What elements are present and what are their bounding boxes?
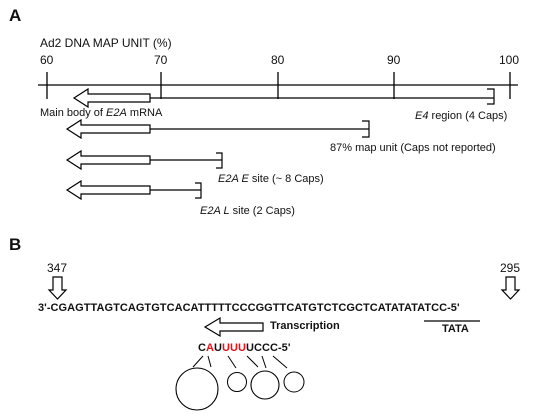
map87-bracket [362,120,370,138]
position-347-arrow [47,276,68,300]
e2ae-site-label: E2A E site (~ 8 Caps) [218,173,324,185]
rna-to-cap-links [192,355,288,369]
tick-label-100: 100 [499,53,520,67]
rna-part: U [214,342,222,354]
tata-label: TATA [442,323,469,335]
position-295-arrow [500,276,521,300]
position-347-label: 347 [47,261,68,275]
e2al-site-label: E2A L site (2 Caps) [200,205,295,217]
cap-circle-medium [250,370,280,400]
rna-part: C [198,342,206,354]
tick-label-70: 70 [154,53,168,67]
rna-sequence: CAUUUUUCCC-5' [198,343,291,354]
tick-label-90: 90 [387,53,401,67]
position-295-label: 295 [500,261,521,275]
e2ae-transcript [65,149,223,171]
panel-b-label: B [9,235,22,254]
tick-label-80: 80 [271,53,285,67]
e2al-arrow [65,179,151,201]
e4-region-label: E4 region (4 Caps) [415,110,508,122]
map87-label: 87% map unit (Caps not reported) [330,142,496,154]
cap-circle-small-1 [227,372,247,392]
map87-arrow [65,118,151,140]
e2a-main-transcript [72,87,495,109]
tick-label-60: 60 [40,53,54,67]
axis-title: Ad2 DNA MAP UNIT (%) [40,36,172,50]
e2ae-bracket [216,152,223,169]
cap-circle-small-2 [283,371,305,393]
e2ae-arrow [65,149,151,171]
panel-a-label: A [9,6,22,25]
map87-transcript [65,118,370,140]
e2a-main-label: Main body of E2A mRNA [40,107,163,119]
e4-bracket [487,88,495,105]
rna-part-highlight: A [206,342,214,354]
rna-part: UCCC-5' [245,342,291,354]
dna-sequence: 3'-CGAGTTAGTCAGTGTCACATTTTTCCCGGTTCATGTC… [38,302,460,314]
e2a-main-arrow [72,87,151,109]
cap-circle-large [175,367,219,411]
transcription-arrow [203,316,264,338]
e2al-bracket [195,182,202,199]
transcription-label: Transcription [270,320,340,332]
rna-part-highlight: UUU [222,342,246,354]
e2al-transcript [65,179,202,201]
